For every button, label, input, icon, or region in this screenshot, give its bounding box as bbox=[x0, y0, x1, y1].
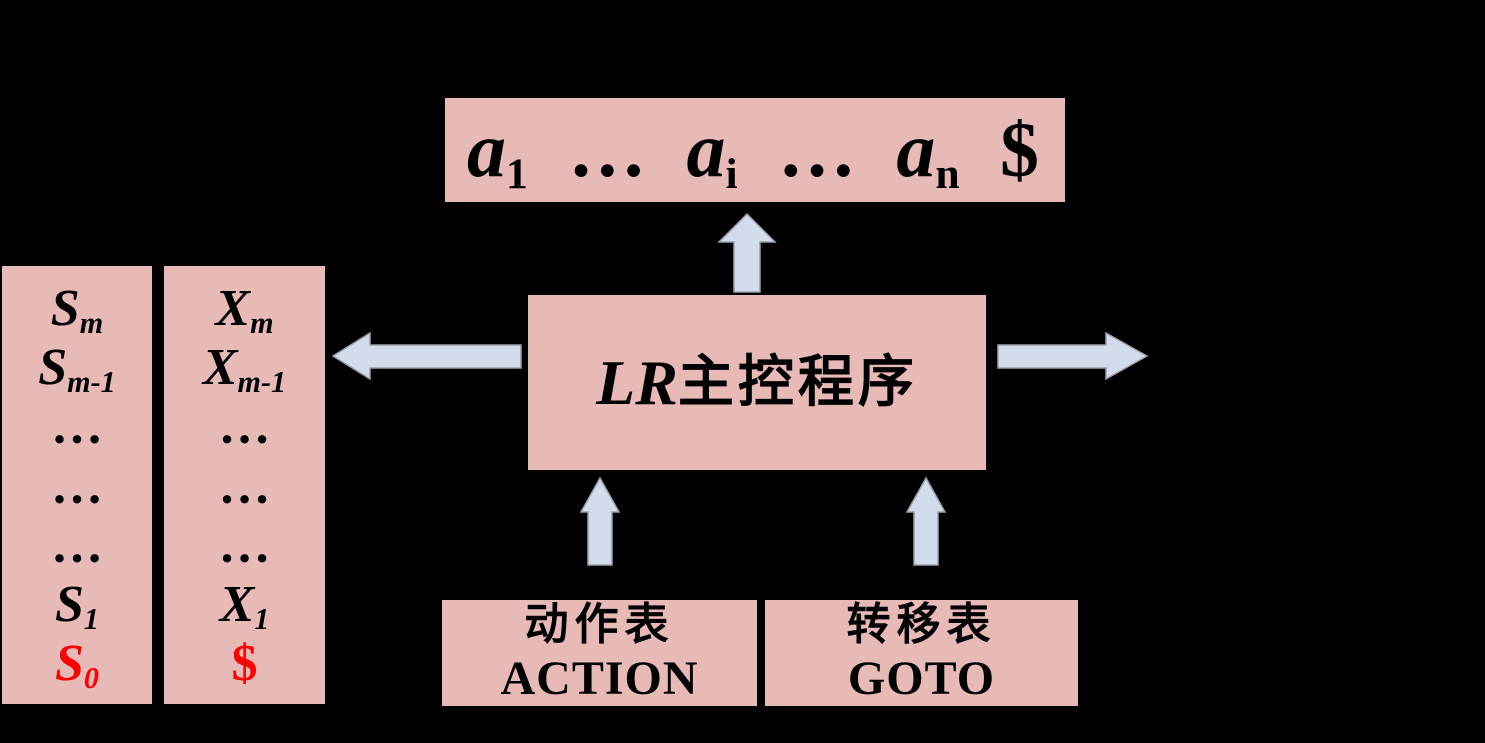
controller-to-output-arrow-icon bbox=[997, 331, 1149, 381]
stack-cell-subscript: 0 bbox=[83, 661, 99, 696]
controller-to-stack-arrow-icon bbox=[331, 331, 522, 381]
stack-row: … bbox=[219, 400, 271, 455]
input-token: ai bbox=[687, 111, 738, 197]
stack-row: Sm bbox=[50, 280, 104, 340]
stack-cell-text: … bbox=[218, 516, 271, 574]
stack-cell-text: S bbox=[55, 576, 84, 634]
stack-cell-text: … bbox=[51, 516, 103, 574]
stack-row: X1 bbox=[219, 576, 270, 636]
stack-cell-text: X bbox=[202, 339, 238, 397]
stack-row: Xm-1 bbox=[202, 339, 287, 400]
stack-row: $ bbox=[232, 637, 258, 692]
action-table-title-en: ACTION bbox=[500, 651, 699, 705]
goto-table-title-cjk: 转移表 bbox=[846, 599, 997, 649]
token-text: a bbox=[896, 106, 936, 193]
stack-row: S1 bbox=[55, 576, 99, 636]
stack-cell-text: … bbox=[51, 457, 103, 515]
input-token: … bbox=[568, 111, 646, 189]
stack-row: S0 bbox=[55, 635, 99, 696]
lr-controller-label-latin: LR bbox=[596, 346, 678, 418]
stack-state-column: Sm Sm-1 … … … S1 S0 bbox=[2, 266, 152, 704]
stack-row: … bbox=[218, 457, 271, 515]
goto-table-box: 转移表 GOTO bbox=[765, 600, 1078, 706]
stack-row: Xm bbox=[215, 280, 274, 340]
stack-cell-subscript: 1 bbox=[254, 602, 270, 636]
stack-row: … bbox=[51, 516, 103, 574]
stack-cell-subscript: 1 bbox=[83, 602, 99, 636]
stack-cell-text: … bbox=[51, 398, 103, 456]
stack-row: … bbox=[51, 400, 103, 455]
token-text: a bbox=[686, 106, 726, 193]
input-token: … bbox=[778, 111, 856, 189]
action-table-box: 动作表 ACTION bbox=[442, 600, 757, 706]
stack-cell-text: $ bbox=[231, 635, 258, 693]
stack-cell-subscript: m-1 bbox=[67, 365, 116, 400]
stack-cell-text: X bbox=[219, 576, 255, 634]
input-buffer-box: a1 … ai … an $ bbox=[445, 98, 1065, 202]
goto-table-title-en: GOTO bbox=[847, 651, 996, 705]
token-text: a bbox=[467, 106, 506, 193]
stack-symbol-column: Xm Xm-1 … … … X1 $ bbox=[164, 266, 325, 704]
stack-row: Sm-1 bbox=[38, 339, 116, 400]
stack-cell-text: S bbox=[55, 635, 84, 693]
stack-cell-text: … bbox=[218, 457, 271, 515]
stack-cell-subscript: m bbox=[250, 305, 274, 340]
action-table-title-cjk: 动作表 bbox=[524, 599, 675, 649]
goto-to-controller-arrow-icon bbox=[905, 476, 947, 566]
token-text: … bbox=[778, 106, 857, 193]
input-token: a1 bbox=[467, 111, 528, 197]
token-subscript: n bbox=[935, 150, 960, 199]
action-to-controller-arrow-icon bbox=[579, 476, 621, 566]
stack-cell-text: S bbox=[38, 339, 68, 397]
input-token: $ bbox=[1000, 111, 1039, 189]
stack-cell-text: X bbox=[215, 280, 251, 337]
stack-row: … bbox=[218, 516, 271, 574]
stack-row: … bbox=[51, 457, 103, 515]
token-subscript: i bbox=[725, 150, 738, 199]
controller-to-input-arrow-icon bbox=[717, 212, 777, 293]
token-text: … bbox=[568, 106, 647, 193]
stack-cell-subscript: m bbox=[79, 305, 104, 340]
stack-cell-text: S bbox=[50, 280, 80, 337]
stack-cell-subscript: m-1 bbox=[237, 365, 287, 400]
token-subscript: 1 bbox=[506, 150, 528, 199]
token-text: $ bbox=[1000, 106, 1039, 193]
input-token: an bbox=[896, 111, 959, 197]
stack-cell-text: … bbox=[218, 398, 271, 456]
lr-controller-label-cjk: 主控程序 bbox=[677, 351, 918, 414]
